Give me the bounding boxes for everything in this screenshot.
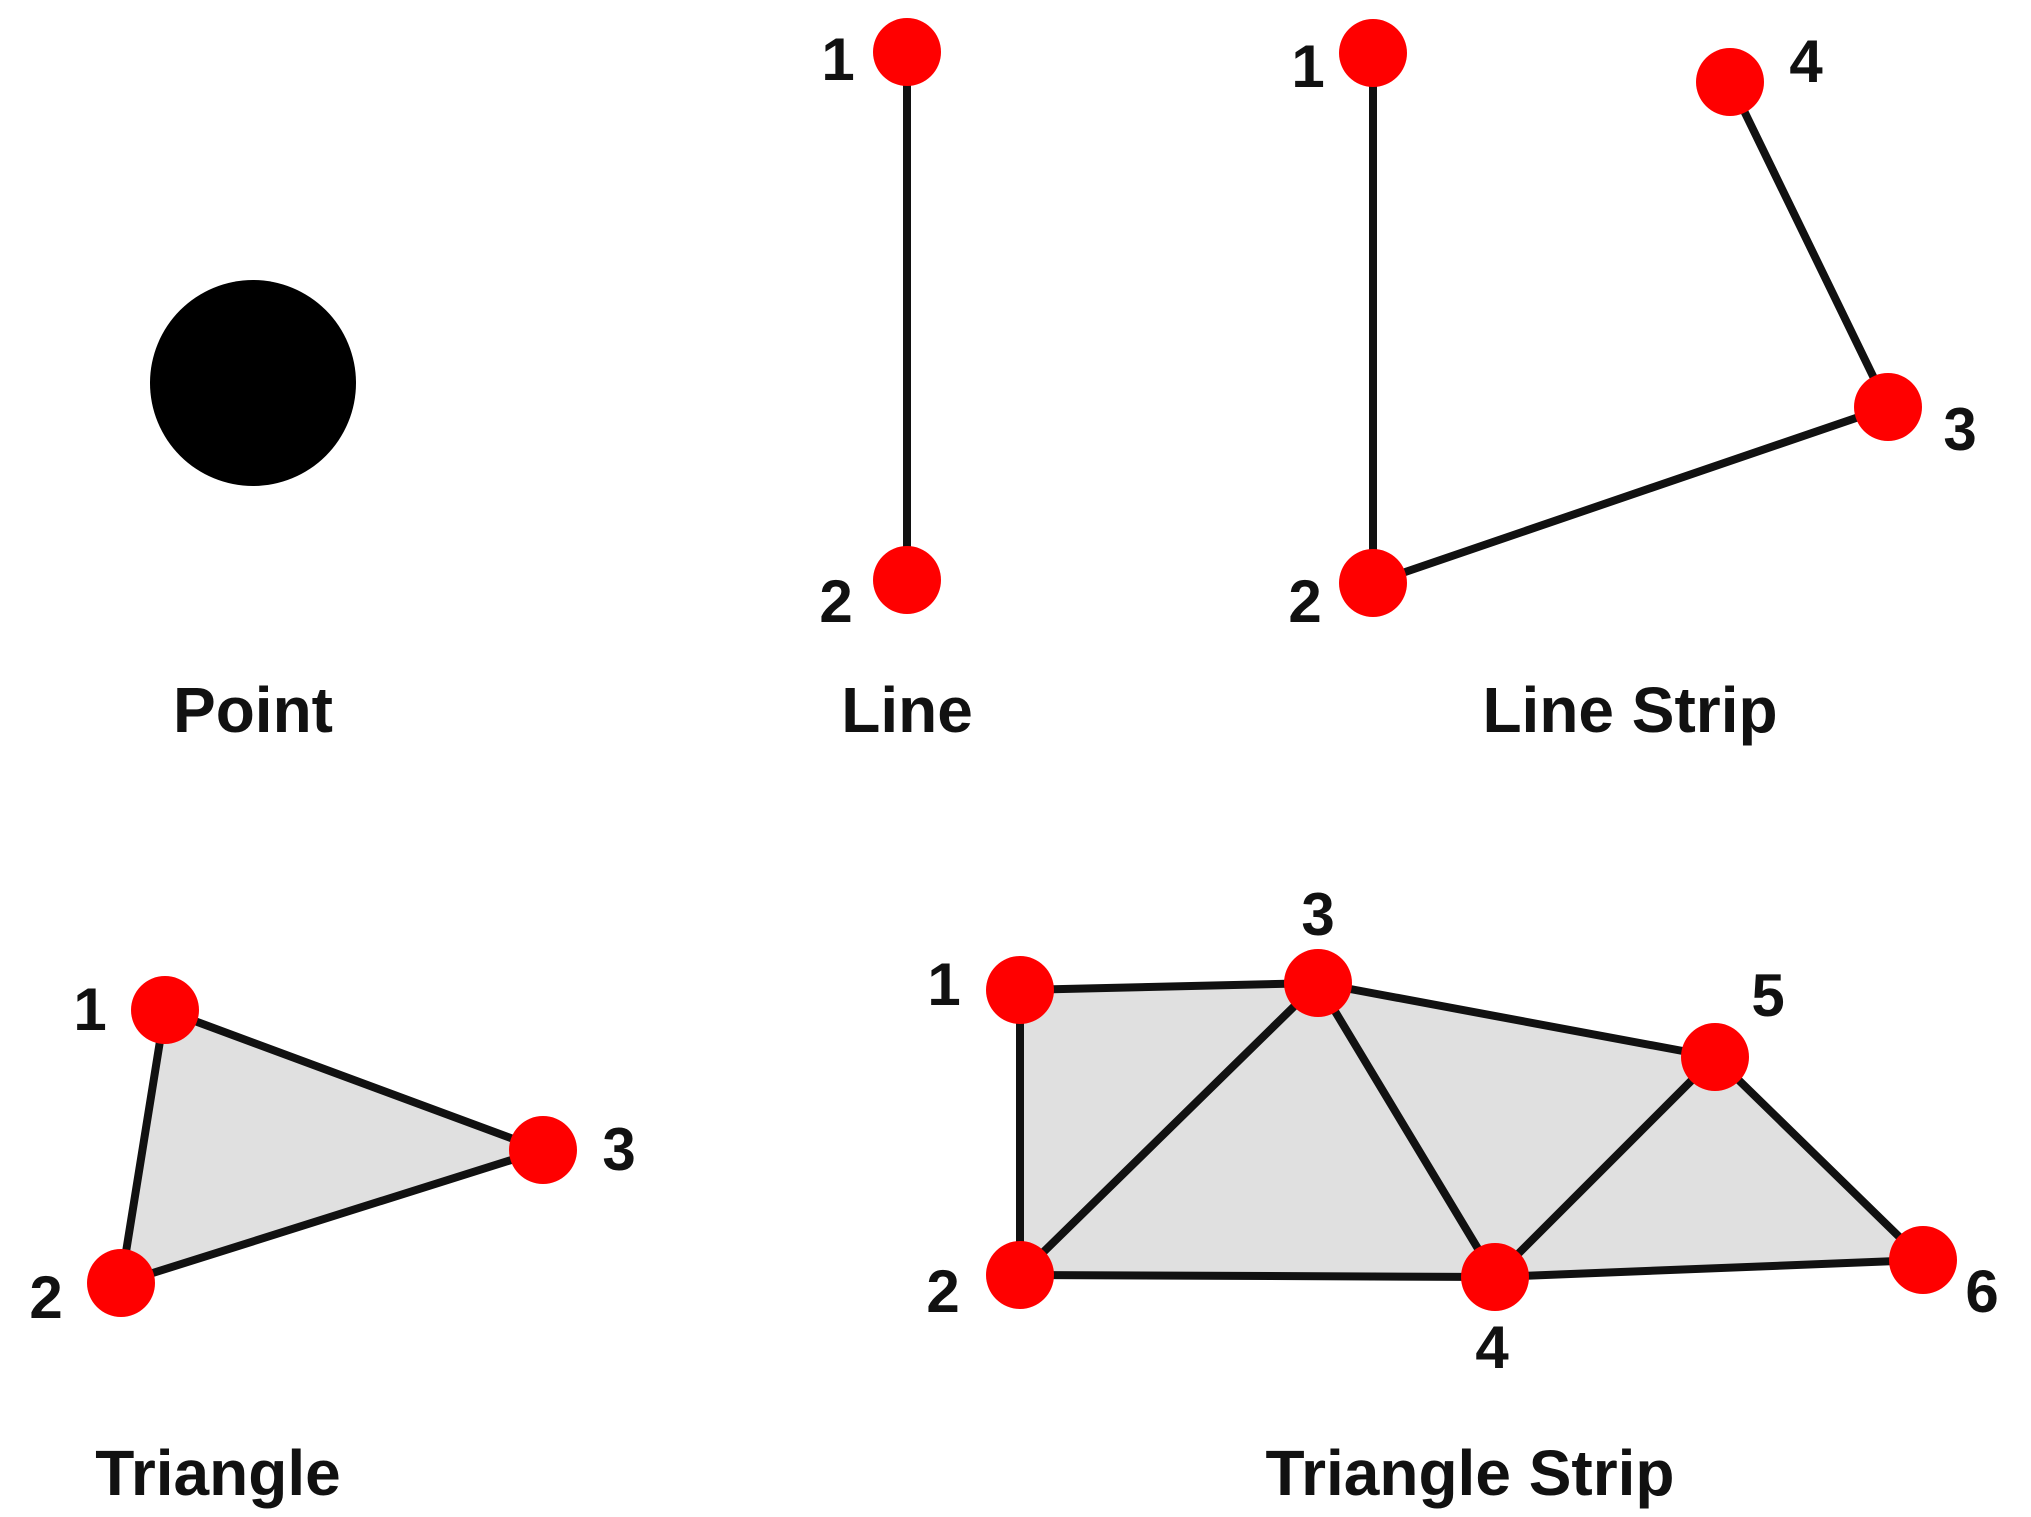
triangle-strip-vertex-4 [1461, 1243, 1529, 1311]
panel-triangle: 1 2 3 Triangle [29, 976, 636, 1509]
triangle-vertex-2 [87, 1249, 155, 1317]
strip-edge-3-4 [1314, 979, 1499, 1281]
triangle-strip-vertex-5 [1681, 1023, 1749, 1091]
triangle-strip-label-4: 4 [1475, 1314, 1509, 1381]
triangle-strip-label-6: 6 [1965, 1258, 1998, 1325]
strip-edge-4-2 [1016, 1271, 1499, 1281]
triangle-strip-label-1: 1 [927, 951, 960, 1018]
line-strip-vertex-3 [1854, 373, 1922, 441]
panel-line-strip: 1 2 3 4 Line Strip [1288, 19, 1977, 746]
line-strip-label-3: 3 [1943, 396, 1976, 463]
line-strip-label-4: 4 [1789, 28, 1823, 95]
caption-triangle: Triangle [95, 1437, 340, 1509]
triangle-label-3: 3 [602, 1116, 635, 1183]
line-strip-edges [1369, 49, 1894, 589]
panel-point: Point [150, 280, 356, 746]
line-label-2: 2 [819, 568, 852, 635]
strip-edge-3-5 [1314, 979, 1719, 1061]
point-dot [150, 280, 356, 486]
panel-line: 1 2 Line [819, 18, 973, 746]
panel-triangle-strip: 1 2 3 4 5 6 Triangle Strip [926, 881, 1998, 1509]
line-label-1: 1 [821, 26, 854, 93]
line-strip-vertex-2 [1339, 549, 1407, 617]
caption-line: Line [841, 674, 973, 746]
strip-edge-6-4 [1491, 1256, 1927, 1281]
caption-point: Point [173, 674, 333, 746]
triangle-edges [116, 1004, 556, 1289]
triangle-strip-vertex-1 [986, 956, 1054, 1024]
strip-edge-2-3 [1016, 979, 1322, 1279]
strip-edge-4-5 [1491, 1053, 1719, 1281]
line-strip-label-2: 2 [1288, 568, 1321, 635]
triangle-strip-label-2: 2 [926, 1258, 959, 1325]
line-strip-vertex-4 [1696, 48, 1764, 116]
triangle-strip-label-3: 3 [1301, 881, 1334, 948]
triangle-strip-label-5: 5 [1751, 962, 1784, 1029]
line-strip-label-1: 1 [1291, 33, 1324, 100]
triangle-vertex-1 [131, 976, 199, 1044]
caption-triangle-strip: Triangle Strip [1266, 1437, 1675, 1509]
strip-edge-5-6 [1711, 1053, 1927, 1264]
triangle-strip-vertex-3 [1284, 949, 1352, 1017]
triangle-vertex-3 [509, 1116, 577, 1184]
triangle-label-1: 1 [73, 976, 106, 1043]
triangle-label-2: 2 [29, 1264, 62, 1331]
strip-edge-1-3 [1016, 979, 1322, 994]
line-strip-vertex-1 [1339, 19, 1407, 87]
line-vertex-1 [873, 18, 941, 86]
triangle-strip-vertex-2 [986, 1241, 1054, 1309]
triangle-strip-vertex-6 [1889, 1226, 1957, 1294]
caption-line-strip: Line Strip [1482, 674, 1777, 746]
triangle-face [121, 1010, 543, 1283]
line-vertex-2 [873, 546, 941, 614]
